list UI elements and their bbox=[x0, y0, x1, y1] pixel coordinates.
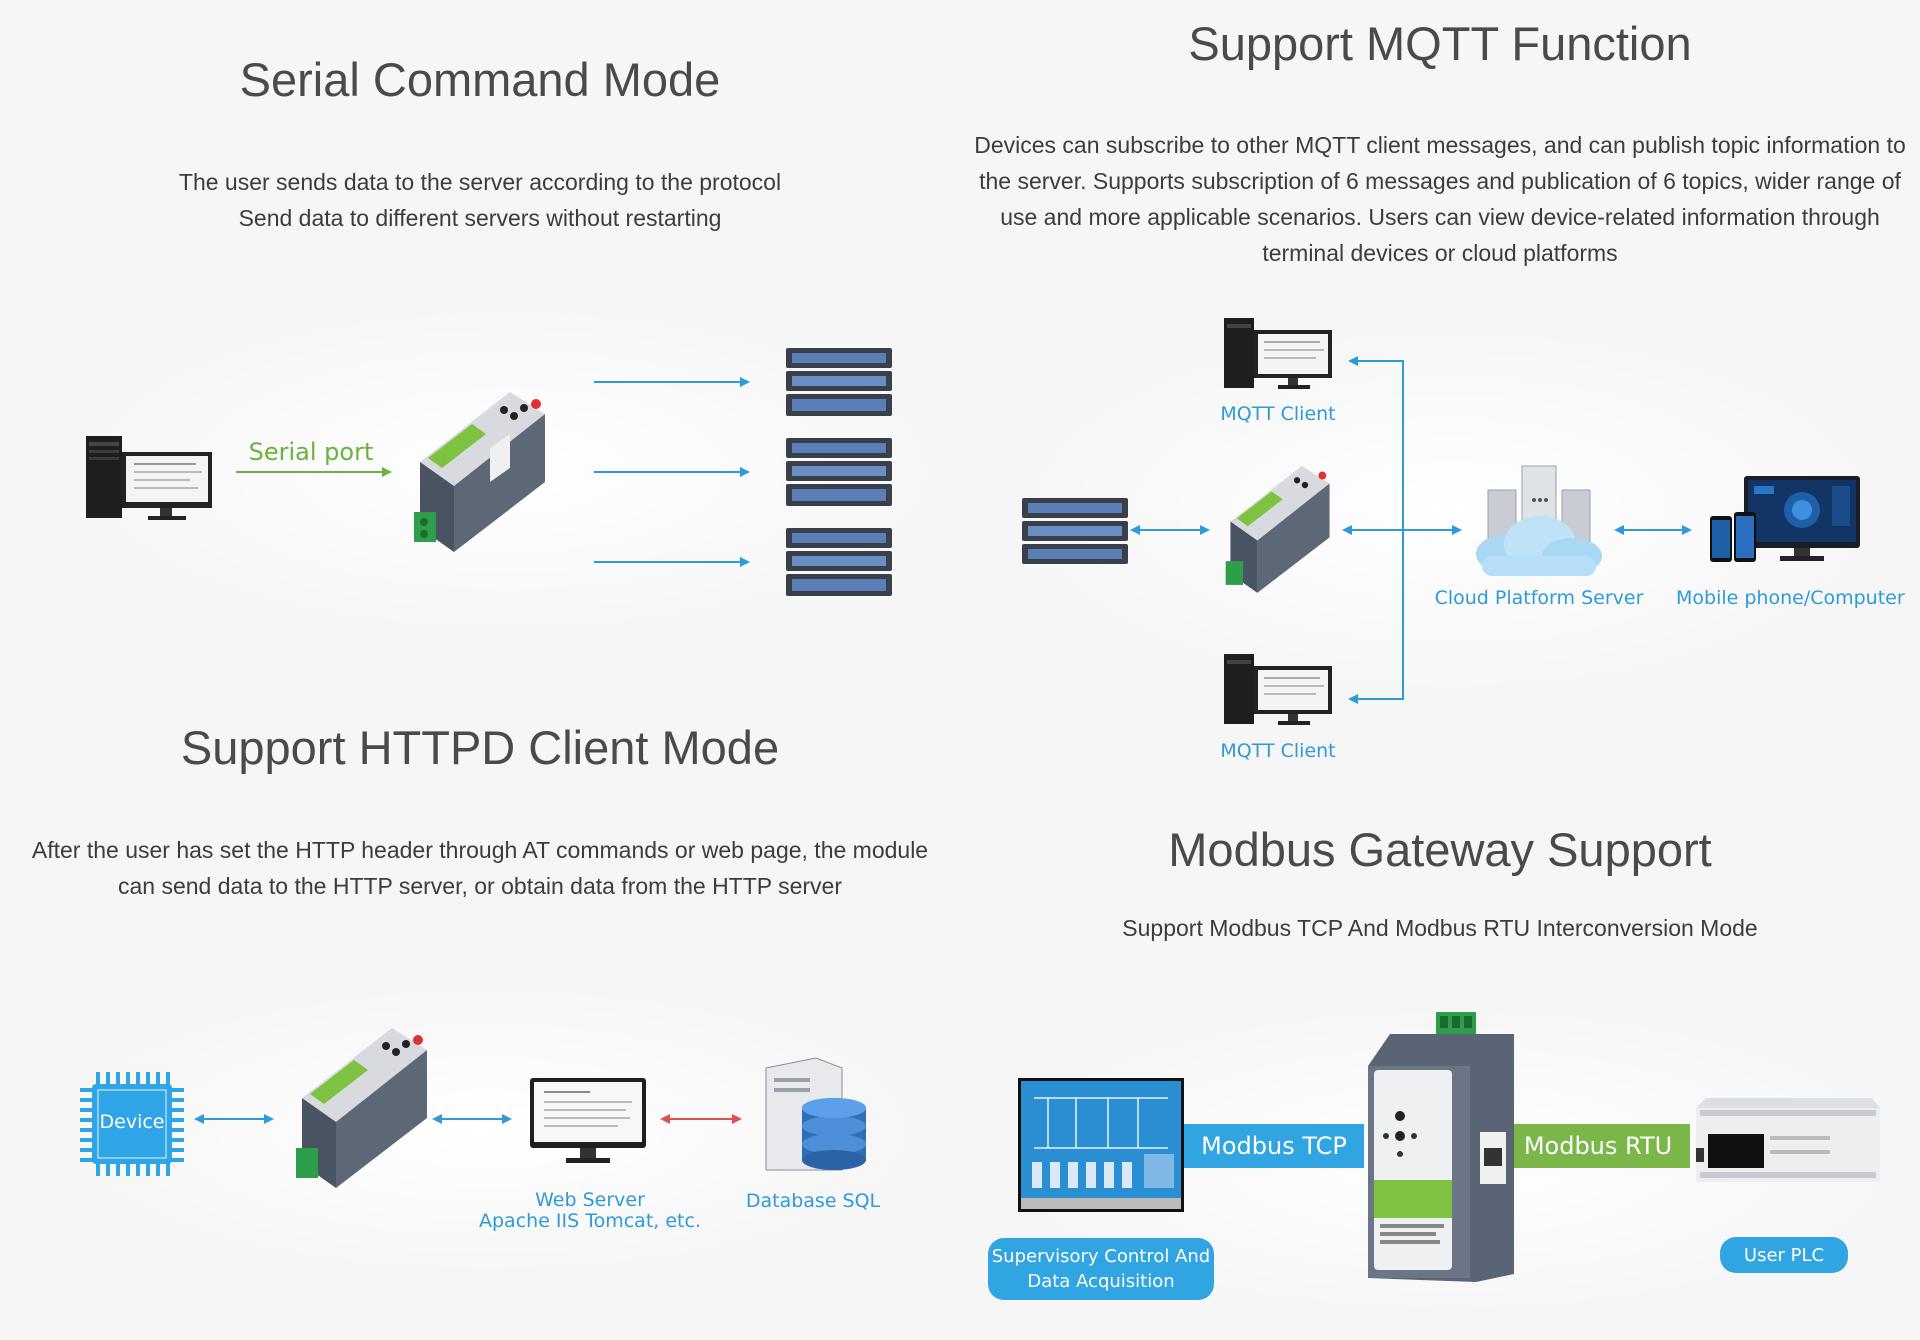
computer-icon bbox=[1224, 318, 1332, 389]
mqtt-desc-line4: terminal devices or cloud platforms bbox=[1262, 240, 1618, 266]
httpd-title: Support HTTPD Client Mode bbox=[180, 721, 780, 774]
web-server-monitor-icon bbox=[530, 1078, 646, 1163]
httpd-desc: After the user has set the HTTP header t… bbox=[20, 832, 940, 904]
scada-screen-icon bbox=[1018, 1078, 1184, 1212]
mqtt-desc: Devices can subscribe to other MQTT clie… bbox=[960, 127, 1920, 271]
server-rack-icon bbox=[786, 438, 892, 506]
serial-mode-desc: The user sends data to the server accord… bbox=[80, 164, 880, 236]
server-rack-icon bbox=[786, 348, 892, 416]
modbus-rtu-label: Modbus RTU bbox=[1523, 1132, 1673, 1160]
scada-label-line1: Supervisory Control And bbox=[991, 1246, 1211, 1267]
mqtt-desc-line3: use and more applicable scenarios. Users… bbox=[1000, 204, 1880, 230]
modbus-title: Modbus Gateway Support bbox=[1168, 823, 1712, 876]
server-rack-icon bbox=[786, 528, 892, 596]
scada-label-pill: Supervisory Control And Data Acquisition bbox=[988, 1238, 1214, 1300]
chip-icon bbox=[80, 1072, 184, 1176]
user-plc-label: User PLC bbox=[1743, 1244, 1825, 1266]
web-server-label-line1: Web Server bbox=[535, 1189, 645, 1211]
mqtt-client-top-label: MQTT Client bbox=[1220, 403, 1336, 425]
plc-icon bbox=[1696, 1098, 1880, 1182]
web-server-label: Web Server Apache IIS Tomcat, etc. bbox=[470, 1190, 710, 1232]
serial-gateway-device-icon bbox=[414, 392, 545, 552]
database-sql-label: Database SQL bbox=[745, 1190, 881, 1212]
mqtt-desc-line2: the server. Supports subscription of 6 m… bbox=[979, 168, 1901, 194]
modbus-tcp-band: Modbus TCP bbox=[1184, 1124, 1364, 1168]
mqtt-gateway-device-icon bbox=[1225, 466, 1330, 593]
serial-mode-title: Serial Command Mode bbox=[239, 53, 721, 106]
device-label: Device bbox=[99, 1111, 165, 1133]
web-server-label-line2: Apache IIS Tomcat, etc. bbox=[479, 1210, 701, 1232]
modbus-rtu-band: Modbus RTU bbox=[1506, 1124, 1690, 1168]
computer-icon bbox=[1224, 654, 1332, 725]
serial-desc-line2: Send data to different servers without r… bbox=[238, 205, 722, 231]
mqtt-client-bottom-arrow bbox=[1348, 530, 1404, 704]
httpd-desc-line2: can send data to the HTTP server, or obt… bbox=[118, 873, 842, 899]
modbus-desc: Support Modbus TCP And Modbus RTU Interc… bbox=[1122, 915, 1758, 941]
database-icon bbox=[765, 1057, 866, 1171]
modbus-gateway-device-icon bbox=[1368, 1012, 1514, 1282]
mqtt-client-top-arrow bbox=[1348, 356, 1404, 530]
mqtt-title: Support MQTT Function bbox=[1188, 17, 1692, 70]
httpd-desc-line1: After the user has set the HTTP header t… bbox=[31, 837, 929, 863]
mobile-computer-label: Mobile phone/Computer bbox=[1676, 587, 1905, 609]
cloud-platform-server-label: Cloud Platform Server bbox=[1434, 587, 1644, 609]
mqtt-desc-line1: Devices can subscribe to other MQTT clie… bbox=[974, 132, 1906, 158]
mobile-computer-icon bbox=[1710, 476, 1860, 562]
modbus-tcp-label: Modbus TCP bbox=[1201, 1132, 1347, 1160]
serial-port-label: Serial port bbox=[248, 438, 374, 466]
cloud-server-icon bbox=[1476, 465, 1602, 576]
server-rack-icon bbox=[1022, 498, 1128, 564]
computer-icon bbox=[86, 436, 212, 520]
mqtt-client-bottom-label: MQTT Client bbox=[1220, 740, 1336, 762]
scada-label-line2: Data Acquisition bbox=[1027, 1271, 1175, 1292]
httpd-gateway-device-icon bbox=[296, 1028, 427, 1188]
serial-desc-line1: The user sends data to the server accord… bbox=[178, 169, 782, 195]
user-plc-label-pill: User PLC bbox=[1720, 1237, 1848, 1273]
